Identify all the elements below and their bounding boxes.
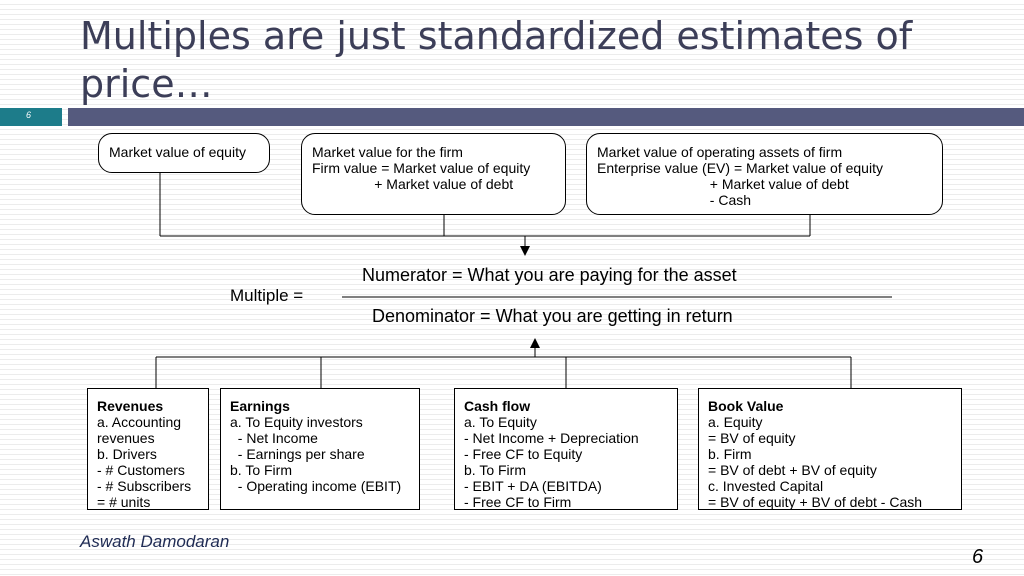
box-book-value: Book Value a. Equity = BV of equity b. F… [698,388,962,510]
arrow-up-icon [530,338,540,348]
box-earnings: Earnings a. To Equity investors - Net In… [220,388,420,510]
box-line: a. Equity [708,414,763,430]
box-heading: Revenues [97,398,164,414]
box-line: - Free CF to Firm [464,494,572,510]
box-line: = # units [97,494,151,510]
box-line: + Market value of debt [312,176,514,192]
box-line: - Cash [597,192,752,208]
box-line: a. To Equity investors [230,414,363,430]
slide-title: Multiples are just standardized estimate… [80,14,913,106]
box-line: c. Invested Capital [708,478,824,494]
box-line: - Net Income [230,430,318,446]
box-line: - Free CF to Equity [464,446,583,462]
title-underline-bar [68,108,1024,126]
box-line: b. To Firm [230,462,292,478]
box-line: a. Accounting [97,414,182,430]
box-line: = BV of equity + BV of debt - Cash [708,494,923,510]
slide-number-small: 6 [26,110,32,120]
box-line: = BV of equity [708,430,796,446]
box-line: - # Customers [97,462,185,478]
arrow-down-icon [520,246,530,256]
formula-numerator: Numerator = What you are paying for the … [362,265,737,285]
box-line: b. Firm [708,446,752,462]
box-line: Market value of equity [109,144,246,160]
box-line: Enterprise value (EV) = Market value of … [597,160,883,176]
box-line: - EBIT + DA (EBITDA) [464,478,602,494]
box-line: + Market value of debt [597,176,849,192]
box-heading: Earnings [230,398,290,414]
box-enterprise-value: Market value of operating assets of firm… [586,133,943,215]
box-cash-flow: Cash flow a. To Equity - Net Income + De… [454,388,678,510]
box-line: Market value of operating assets of firm [597,144,843,160]
box-line: - Earnings per share [230,446,365,462]
box-line: Firm value = Market value of equity [312,160,531,176]
box-line: = BV of debt + BV of equity [708,462,877,478]
box-line: revenues [97,430,155,446]
author-name: Aswath Damodaran [80,532,230,551]
box-heading: Book Value [708,398,784,414]
formula-label: Multiple = [230,286,304,305]
page-number: 6 [972,546,984,568]
slide-number-bar [0,108,62,126]
box-line: b. Drivers [97,446,157,462]
box-market-value-firm: Market value for the firm Firm value = M… [301,133,566,215]
box-revenues: Revenues a. Accounting revenues b. Drive… [87,388,209,510]
box-line: - Net Income + Depreciation [464,430,639,446]
box-line: - Operating income (EBIT) [230,478,402,494]
box-market-value-equity: Market value of equity [98,133,270,173]
formula-denominator: Denominator = What you are getting in re… [372,306,733,326]
box-line: - # Subscribers [97,478,192,494]
box-line: a. To Equity [464,414,537,430]
box-heading: Cash flow [464,398,531,414]
box-line: b. To Firm [464,462,526,478]
box-line: Market value for the firm [312,144,463,160]
